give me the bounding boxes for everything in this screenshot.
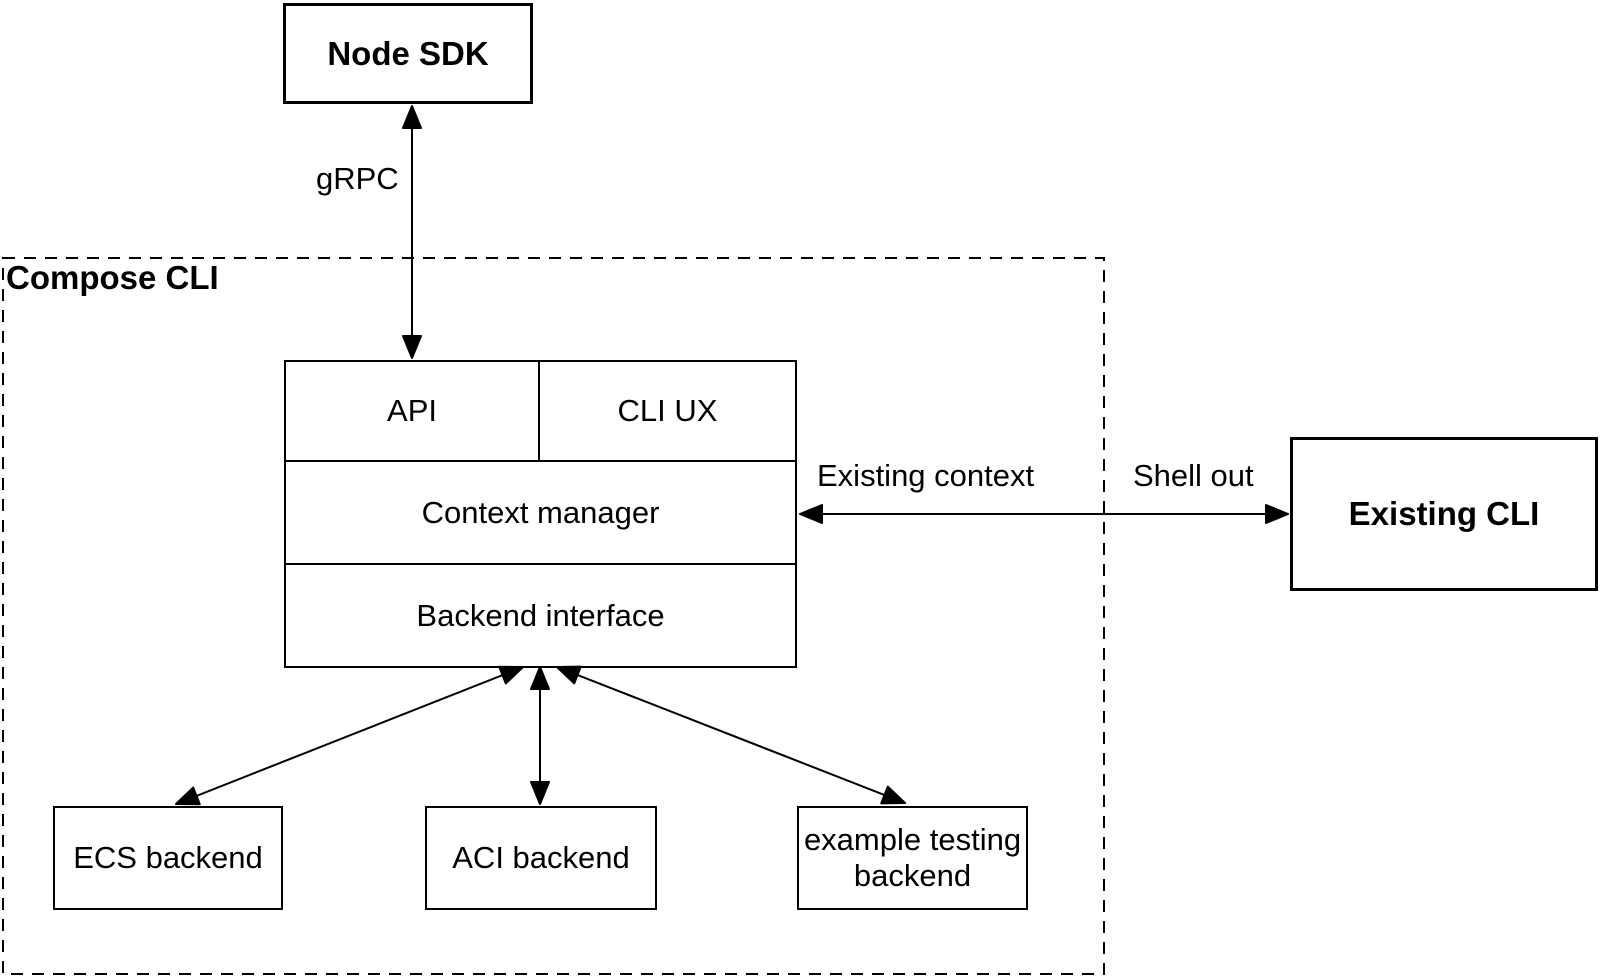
backend-interface-label: Backend interface xyxy=(416,597,665,633)
context-manager-box: Context manager xyxy=(286,462,795,565)
node-sdk-box: Node SDK xyxy=(283,3,533,104)
grpc-edge-label: gRPC xyxy=(316,161,399,196)
context-manager-label: Context manager xyxy=(421,494,660,530)
backend-to-example-arrow xyxy=(556,665,906,805)
api-cliux-row: API CLI UX xyxy=(286,362,795,462)
shell-out-edge-label: Shell out xyxy=(1133,458,1254,493)
aci-backend-label: ACI backend xyxy=(452,840,630,876)
api-box: API xyxy=(286,362,540,460)
backend-to-ecs-arrow xyxy=(175,665,524,806)
backend-interface-box: Backend interface xyxy=(286,565,795,666)
cli-ux-box: CLI UX xyxy=(540,362,795,460)
example-testing-backend-label: example testing backend xyxy=(803,822,1022,893)
example-testing-backend-box: example testing backend xyxy=(797,806,1028,910)
ecs-backend-label: ECS backend xyxy=(73,840,263,876)
api-label: API xyxy=(387,393,437,428)
existing-cli-label: Existing CLI xyxy=(1348,495,1540,533)
compose-cli-core-box: API CLI UX Context manager Backend inter… xyxy=(284,360,797,668)
existing-context-edge-label: Existing context xyxy=(817,458,1035,493)
ecs-backend-box: ECS backend xyxy=(53,806,283,910)
node-sdk-label: Node SDK xyxy=(327,34,489,72)
compose-cli-group-label: Compose CLI xyxy=(6,259,219,296)
aci-backend-box: ACI backend xyxy=(425,806,657,910)
cli-ux-label: CLI UX xyxy=(617,393,718,428)
existing-cli-box: Existing CLI xyxy=(1290,437,1598,591)
